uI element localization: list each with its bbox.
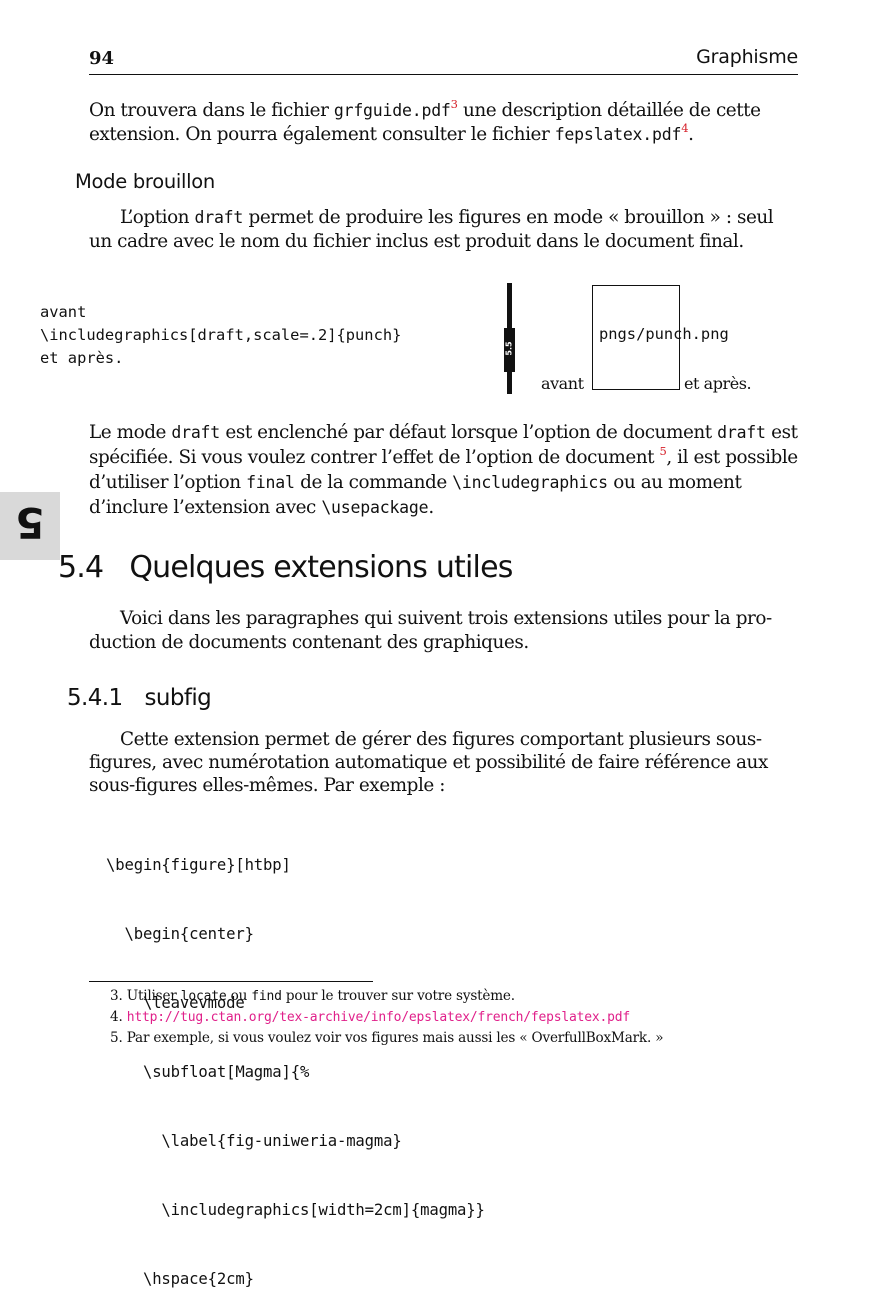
footnote-3: 3. Utiliser locate ou find pour le trouv… bbox=[110, 988, 515, 1004]
mode-brouillon-paragraph: L’option draft permet de produire les fi… bbox=[89, 207, 774, 252]
chapter-tab: 5 bbox=[0, 492, 60, 560]
code-line: \begin{center} bbox=[106, 925, 254, 943]
code-line: \hspace{2cm} bbox=[106, 1270, 254, 1288]
footnote-ref-5[interactable]: 5 bbox=[659, 444, 667, 458]
code-line: \begin{figure}[htbp] bbox=[106, 856, 291, 874]
intro-line-2: extension. On pourra également consulter… bbox=[89, 121, 694, 145]
section-title: Quelques extensions utiles bbox=[129, 550, 513, 585]
footnotes: 3. Utiliser locate ou find pour le trouv… bbox=[110, 986, 664, 1048]
footnote-4: 4. http://tug.ctan.org/tex-archive/info/… bbox=[110, 1009, 631, 1025]
subsection-heading: 5.4.1 subfig bbox=[67, 685, 212, 711]
footnote-rule bbox=[89, 981, 373, 982]
draft-paragraph: Le mode draft est enclenché par défaut l… bbox=[89, 422, 798, 518]
subsection-number: 5.4.1 bbox=[67, 685, 123, 711]
section-heading: 5.4 Quelques extensions utiles bbox=[58, 550, 513, 585]
example-source-line: et après. bbox=[40, 349, 124, 367]
section-number: 5.4 bbox=[58, 550, 104, 585]
code-line: \includegraphics[width=2cm]{magma}} bbox=[106, 1201, 485, 1219]
code-line: \subfloat[Magma]{% bbox=[106, 1063, 310, 1081]
subsection-title: subfig bbox=[144, 685, 212, 711]
example-source-line: avant bbox=[40, 303, 87, 321]
example-source-line: \includegraphics[draft,scale=.2]{punch} bbox=[40, 326, 402, 344]
code-line: \leavevmode bbox=[106, 994, 245, 1012]
subsection-paragraph: Cette extension permet de gérer des figu… bbox=[89, 729, 768, 796]
example-marker: 5.5 bbox=[504, 328, 515, 372]
section-paragraph: Voici dans les paragraphes qui suivent t… bbox=[89, 608, 772, 653]
draft-frame-label: pngs/punch.png bbox=[599, 325, 729, 343]
chapter-tab-number: 5 bbox=[15, 498, 45, 547]
page-number: 94 bbox=[89, 48, 115, 69]
footnote-5: 5. Par exemple, si vous voulez voir vos … bbox=[110, 1030, 664, 1046]
footnote-ref-4[interactable]: 4 bbox=[681, 121, 689, 135]
mode-brouillon-heading: Mode brouillon bbox=[75, 170, 215, 193]
example-marker-label: 5.5 bbox=[504, 341, 514, 356]
footnote-url-link[interactable]: http://tug.ctan.org/tex-archive/info/eps… bbox=[126, 1010, 631, 1025]
intro-line-1: On trouvera dans le fichier grfguide.pdf… bbox=[89, 97, 761, 121]
code-block: \begin{figure}[htbp] \begin{center} \lea… bbox=[106, 808, 485, 1314]
draft-frame bbox=[592, 285, 680, 390]
intro-paragraph: On trouvera dans le fichier grfguide.pdf… bbox=[89, 97, 798, 147]
example-before-word: avant bbox=[541, 374, 584, 393]
code-line: \label{fig-uniweria-magma} bbox=[106, 1132, 402, 1150]
example-source: avant \includegraphics[draft,scale=.2]{p… bbox=[40, 301, 401, 370]
footnote-ref-3[interactable]: 3 bbox=[450, 97, 458, 111]
example-after-word: et après. bbox=[684, 374, 752, 393]
running-title: Graphisme bbox=[696, 46, 798, 68]
page-header: 94 Graphisme bbox=[89, 46, 798, 75]
